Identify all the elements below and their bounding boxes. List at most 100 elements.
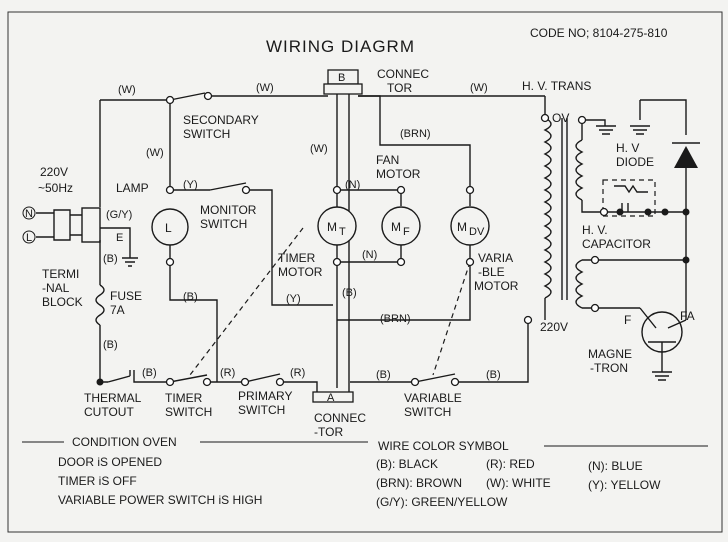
y-wire — [246, 189, 333, 306]
tag-y-1: (Y) — [183, 179, 198, 191]
terminal — [590, 255, 600, 265]
secondary-switch-label-2: SWITCH — [183, 127, 230, 141]
tag-b-1: (B) — [183, 291, 198, 303]
tag-gy: (G/Y) — [106, 209, 132, 221]
terminal — [577, 115, 587, 125]
connector-top-label-1: CONNEC — [377, 67, 429, 81]
lamp-symbol — [151, 208, 189, 246]
timer-motor-letter: M — [327, 220, 337, 234]
primary-switch-blade — [244, 373, 281, 383]
junction-dot — [616, 208, 624, 216]
variable-switch-label-2: SWITCH — [404, 405, 451, 419]
fuse-label-1: FUSE — [110, 289, 142, 303]
terminal — [410, 377, 420, 387]
terminal — [165, 377, 175, 387]
wire-color-heading: WIRE COLOR SYMBOL — [378, 439, 509, 453]
variable-motor-label-2: -BLE — [478, 265, 505, 279]
terminal-block-label-3: BLOCK — [42, 295, 83, 309]
variable-motor-symbol — [450, 206, 490, 246]
ov-label: OV — [552, 111, 569, 125]
f-label: F — [624, 313, 631, 327]
terminal — [450, 377, 460, 387]
connector-bottom-label-2: -TOR — [314, 425, 343, 439]
terminal — [465, 185, 475, 195]
wire-color-blue: (N): BLUE — [588, 459, 643, 473]
capacitor-symbol — [614, 184, 648, 212]
variable-link-dashed — [432, 261, 471, 376]
connector-a — [312, 391, 354, 403]
tag-r-1: (R) — [220, 367, 235, 379]
tag-b-6: (B) — [376, 369, 391, 381]
l-terminal-label: L — [26, 232, 32, 244]
lamp-letter: L — [165, 221, 172, 235]
secondary-switch-label-1: SECONDARY — [183, 113, 259, 127]
plug-symbol — [53, 209, 82, 241]
terminal — [396, 185, 406, 195]
timer-motor-symbol — [317, 206, 357, 246]
terminal — [523, 315, 533, 325]
primary-switch-label-1: PRIMARY — [238, 389, 292, 403]
wire-color-black: (B): BLACK — [376, 457, 438, 471]
tag-b-3: (B) — [103, 339, 118, 351]
code-number: CODE NO; 8104-275-810 — [530, 26, 668, 40]
connector-b-letter: B — [338, 72, 345, 84]
tag-w-4: (W) — [146, 147, 164, 159]
secondary-switch-blade — [169, 92, 206, 101]
fuse-label-2: 7A — [110, 303, 125, 317]
junction-dot — [644, 208, 652, 216]
terminal — [465, 257, 475, 267]
terminal — [202, 377, 212, 387]
tag-w-2: (W) — [256, 82, 274, 94]
power-voltage: 220V — [40, 165, 68, 179]
terminal — [165, 257, 175, 267]
ground-symbol-1 — [596, 125, 616, 135]
ground-symbol-3 — [652, 360, 672, 381]
connector-bottom-label-1: CONNEC — [314, 411, 366, 425]
lamp-label: LAMP — [116, 181, 149, 195]
fuse-symbol — [95, 284, 105, 326]
tag-y-2: (Y) — [286, 293, 301, 305]
tag-brn-2: (BRN) — [380, 313, 411, 325]
hv-capacitor-label-1: H. V. — [582, 223, 608, 237]
secondary-out-wire — [581, 200, 686, 213]
connector-b-base — [323, 83, 363, 95]
terminal-block-box — [81, 207, 101, 243]
wire-color-green-yellow: (G/Y): GREEN/YELLOW — [376, 495, 508, 509]
wire-color-red: (R): RED — [486, 457, 535, 471]
diode-top-wire — [639, 99, 687, 135]
wire-color-brown: (BRN): BROWN — [376, 476, 462, 490]
terminal-block-label-2: -NAL — [42, 281, 70, 295]
ground-symbol-2 — [630, 125, 650, 135]
junction-dot — [661, 208, 669, 216]
power-frequency: ~50Hz — [38, 181, 73, 195]
terminal — [165, 95, 175, 105]
monitor-switch-blade — [209, 182, 247, 191]
terminal — [332, 185, 342, 195]
variable-motor-letter: M — [457, 220, 467, 234]
monitor-switch-label-2: SWITCH — [200, 217, 247, 231]
condition-line-1: DOOR iS OPENED — [58, 455, 162, 469]
terminal — [590, 303, 600, 313]
tag-r-2: (R) — [290, 367, 305, 379]
timer-motor-label-2: MOTOR — [278, 265, 323, 279]
fuse-down-wire — [99, 325, 108, 383]
tag-n-2: (N) — [362, 249, 377, 261]
hv-diode-symbol — [674, 146, 698, 168]
fan-motor-letter: M — [391, 220, 401, 234]
tag-n-1: (N) — [345, 179, 360, 191]
transformer-filament-coil — [575, 259, 584, 309]
tag-w-3: (W) — [470, 82, 488, 94]
junction-dot — [96, 378, 104, 386]
thermal-cutout-label-1: THERMAL — [84, 391, 142, 405]
terminal — [332, 257, 342, 267]
junction-dot — [682, 256, 690, 264]
wire-color-yellow: (Y): YELLOW — [588, 478, 661, 492]
timer-motor-label-1: TIMER — [278, 251, 316, 265]
bottom-right-wire — [350, 320, 529, 383]
hv-diode-label-2: DIODE — [616, 155, 654, 169]
brn-bottom-wire — [337, 242, 471, 321]
primary-switch-label-2: SWITCH — [238, 403, 285, 417]
fan-motor-label-2: MOTOR — [376, 167, 421, 181]
variable-switch-label-1: VARIABLE — [404, 391, 462, 405]
